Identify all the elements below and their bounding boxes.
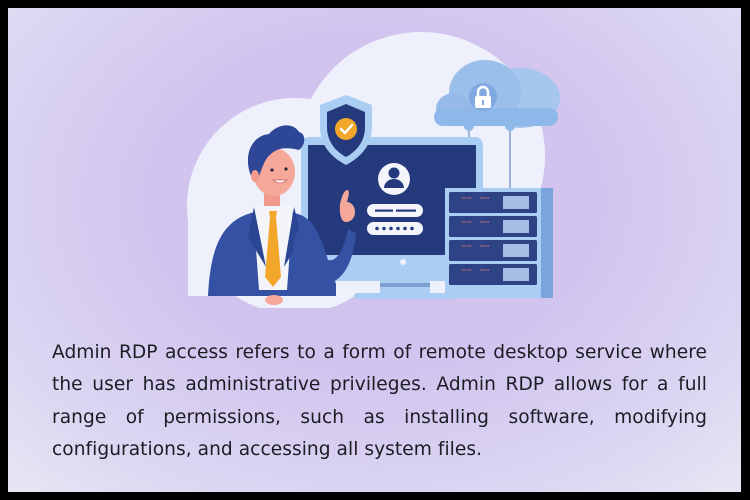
admin-rdp-illustration <box>187 32 560 308</box>
server-rack-icon <box>445 188 553 298</box>
cloud-lock-icon <box>434 60 560 190</box>
user-avatar-icon <box>378 163 410 195</box>
description-text: Admin RDP access refers to a form of rem… <box>52 341 707 461</box>
username-field <box>367 204 423 217</box>
shield-check-icon <box>320 95 372 165</box>
businessman-figure <box>208 125 356 305</box>
info-card: Admin RDP access refers to a form of rem… <box>8 8 741 492</box>
password-field <box>367 222 423 235</box>
